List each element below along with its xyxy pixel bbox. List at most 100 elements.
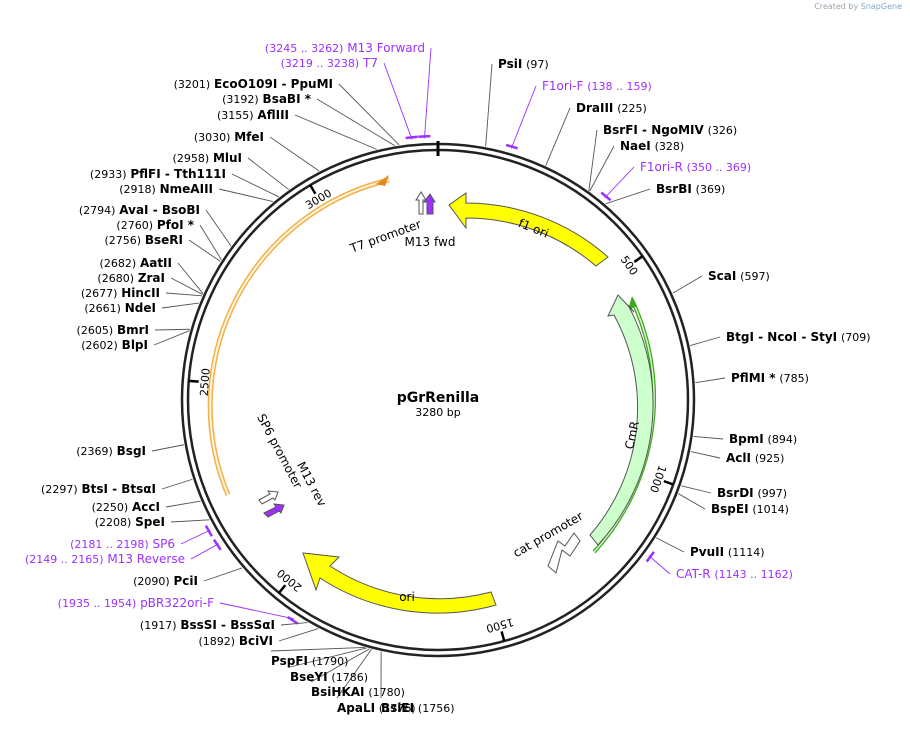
site-position: (2149 .. 2165) [25,553,104,566]
site-name: AatII [140,256,172,270]
site-position: (2090) [133,575,170,588]
site-position: (1786) [331,671,368,684]
leader-line [655,537,685,553]
site-labels: PsiI (97)F1ori-F (138 .. 159)DraIII (225… [25,41,871,715]
tick-mark [188,379,199,383]
leader-line [690,336,721,346]
site-label: BtgI - NcoI - StyI (709) [726,330,871,344]
tick-mark [277,584,287,594]
site-label: (2677) HincII [81,286,160,300]
site-label: (2208) SpeI [95,515,165,529]
site-label: (2682) AatII [100,256,172,270]
site-name: ScaI [708,269,736,283]
site-name: F1ori-R [640,160,683,174]
leader-line [151,444,184,452]
feature-label: ori [399,590,415,604]
site-label: (2933) PflFI - Tth111I [90,167,226,181]
site-position: (2918) [119,183,156,196]
leader-line [695,377,726,384]
site-label: (2958) MluI [173,151,242,165]
site-name: AccI [132,500,160,514]
site-label: (3219 .. 3238) T7 [281,56,378,70]
leader-line [338,83,400,146]
site-label: (2181 .. 2198) SP6 [70,537,175,551]
tick-label: 2000 [275,566,305,594]
site-label: DraIII (225) [576,101,647,115]
site-position: (2933) [90,168,127,181]
leader-line [270,646,365,652]
ori-span-arrowhead [376,175,389,186]
leader-line [648,555,671,575]
site-position: (597) [740,270,770,283]
site-position: (2680) [97,272,134,285]
site-name: AclI [726,451,751,465]
feature-sp6-promoter-arrow [258,490,279,505]
leader-line [180,529,211,545]
site-label: BsrDI (997) [717,486,787,500]
site-position: (1114) [728,546,765,559]
site-name: M13 Reverse [107,552,185,566]
feature-f1-ori-arrow [448,192,609,267]
site-name: MluI [213,151,242,165]
snapgene-credit: Created by SnapGene [814,2,902,11]
site-label: (1935 .. 1954) pBR322ori-F [58,596,214,610]
credit-brand: SnapGene [860,2,902,11]
site-label: F1ori-F (138 .. 159) [542,79,652,93]
site-name: MfeI [234,130,264,144]
site-name: BsaBI * [263,92,312,106]
site-position: (2369) [76,445,113,458]
site-position: (2794) [79,204,116,217]
site-position: (3219 .. 3238) [281,57,360,70]
site-label: (2918) NmeAIII [119,182,213,196]
site-label: BsiEI (1756) [381,701,454,715]
site-name: BsgI [117,444,146,458]
site-label: (2605) BmrI [77,323,149,337]
leader-line [681,485,712,494]
site-position: (785) [779,372,809,385]
site-name: PsiI [498,57,522,71]
leader-line [278,628,319,642]
leader-line [693,436,724,440]
site-name: PflMI * [731,371,776,385]
leader-line [165,500,201,508]
leader-line [188,239,221,262]
site-name: ZraI [138,271,165,285]
site-name: BssSI - BssSαI [180,618,275,632]
ori-span-arc [207,177,390,496]
tick-mark [309,184,317,195]
plasmid-length: 3280 bp [415,406,460,419]
site-name: PspFI [271,654,308,668]
site-position: (138 .. 159) [587,80,652,93]
site-position: (3245 .. 3262) [265,42,344,55]
site-name: BseRI [145,233,183,247]
site-label: NaeI (328) [620,139,684,153]
site-name: PvuII [690,545,724,559]
site-label: (1917) BssSI - BssSαI [140,618,275,632]
site-name: M13 Forward [347,41,425,55]
leader-line [205,209,232,247]
site-label: (2369) BsgI [76,444,146,458]
site-position: (3155) [217,109,254,122]
site-name: BspEI [711,502,749,516]
site-name: F1ori-F [542,79,583,93]
leader-line [294,114,377,150]
site-label: (1892) BciVI [198,634,273,648]
site-name: PflFI - Tth111I [130,167,226,181]
site-position: (1780) [368,686,405,699]
site-position: (3030) [194,131,231,144]
site-position: (328) [655,140,685,153]
site-label: (2250) AccI [92,500,160,514]
site-name: pBR322ori-F [140,596,214,610]
site-name: BsiEI [381,701,414,715]
site-name: BlpI [122,338,148,352]
leader-line [588,129,598,191]
site-label: ApaLI (1776) [337,701,416,715]
site-label: BpmI (894) [729,432,797,446]
leader-line [218,188,274,203]
leader-line [485,63,493,147]
site-label: ScaI (597) [708,269,770,283]
site-position: (3201) [174,78,211,91]
site-name: CAT-R [676,567,711,581]
site-position: (2602) [81,339,118,352]
site-label: (2602) BlpI [81,338,148,352]
